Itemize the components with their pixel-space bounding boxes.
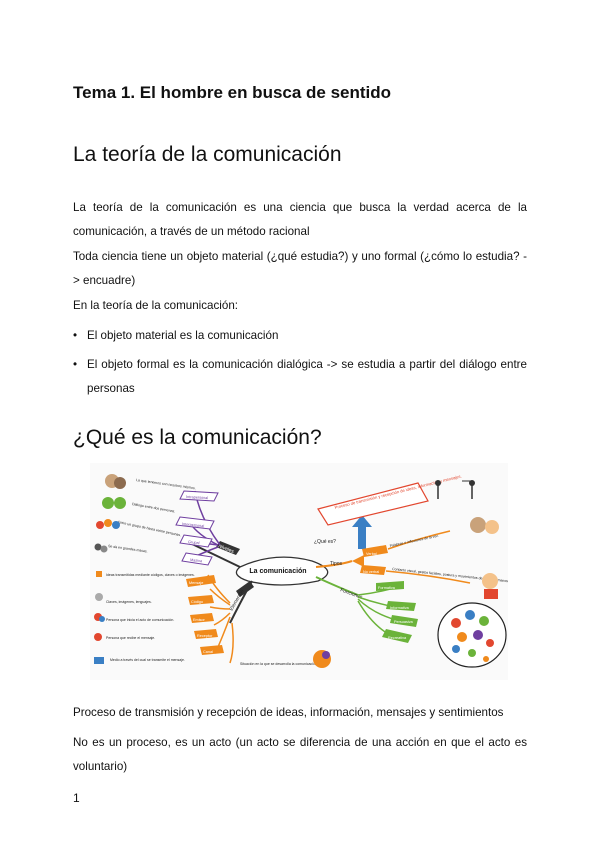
nivel-intrapersonal: Intrapersonal La que tenemos con nosotro… [136,478,219,502]
tipos-icons [470,517,499,599]
tipos-label: Tipos [330,561,343,567]
paragraph-act: No es un proceso, es un acto (un acto se… [73,736,527,773]
nivel-interpersonal: Interpersonal Diálogo entre dos personas… [132,502,215,530]
topic-heading: Tema 1. El hombre en busca de sentido [73,83,392,102]
que-es-label: ¿Qué es? [314,539,336,545]
bullet-item: • El objeto material es la comunicación [73,324,527,348]
elemento-receptor: Receptor Persona que recibe el mensaje. [106,629,218,640]
bullet-text: El objeto material es la comunicación [87,329,279,342]
mindmap-figure: La comunicación ¿Qué es? Proceso de tran… [90,463,508,680]
bullet-marker: • [73,329,78,342]
tipo-tag: Verbal [366,552,377,556]
bullet-text: El objeto formal es la comunicación dial… [87,358,527,395]
paragraph-process: Proceso de transmisión y recepción de id… [73,706,504,719]
elemento-desc: Medio a través del cual se transmite el … [110,658,185,662]
nivel-tag: Interpersonal [182,522,205,528]
section-heading-what-is: ¿Qué es la comunicación? [73,426,322,449]
elemento-emisor: Emisor Persona que inicia el acto de com… [106,613,214,623]
nivel-tag: Grupal [188,540,200,545]
elemento-tag: Mensaje [189,581,203,585]
tipo-desc: Palabras e inflexiones de la voz. [389,534,439,548]
nivel-desc: Se da en grandes masas. [108,544,148,554]
elemento-tag: Receptor [197,634,213,638]
nivel-tag: Masiva [190,558,203,563]
elemento-codigo: Código Claves, imágenes, lenguajes. [106,595,214,605]
speech-bubble-icon [437,602,507,668]
paragraph-intro-list: En la teoría de la comunicación: [73,299,238,312]
paragraph-definition: La teoría de la comunicación es una cien… [73,201,527,238]
bullet-item: • El objeto formal es la comunicación di… [73,353,527,401]
elemento-tag: Código [191,600,203,604]
nivel-desc: Diálogo entre dos personas. [132,502,176,514]
elemento-mensaje: Mensaje Ideas transmitidas mediante códi… [106,573,216,587]
elemento-desc: Persona que recibe el mensaje. [106,636,155,640]
nivel-desc: Entre un grupo de hasta veinte personas. [118,520,182,537]
elemento-icons [94,571,105,664]
elemento-canal: Canal Medio a través del cual se transmi… [110,645,224,662]
page-number: 1 [73,791,80,805]
elemento-desc: Claves, imágenes, lenguajes. [106,600,152,604]
elemento-desc: Ideas transmitidas mediante códigos, cla… [106,573,195,577]
funcion-tag: Formativa [378,586,396,590]
elemento-desc: Persona que inicia el acto de comunicaci… [106,618,174,622]
funcion-tag: Informativa [390,606,410,610]
niveles-label: Niveles [217,543,235,555]
tipo-tag: No verbal [363,570,379,574]
funciones-branch: Funciones Formativa Informativa Persuasi… [315,576,418,643]
tipos-branch: Tipos Verbal Palabras e inflexiones de l… [315,530,508,584]
nivel-masiva: Masiva Se da en grandes masas. [108,544,213,566]
section-heading-theory: La teoría de la comunicación [73,143,342,166]
bullet-marker: • [73,358,78,371]
elemento-tag: Canal [203,650,213,654]
contexto-desc: Situación en la que se desarrolla la com… [240,662,318,666]
mindmap-center-label: La comunicación [249,568,306,575]
nivel-tag: Intrapersonal [186,495,208,500]
mindmap-center: La comunicación [235,556,329,586]
elemento-tag: Emisor [193,618,206,622]
nivel-desc: La que tenemos con nosotros mismos. [136,478,196,490]
que-es-branch: ¿Qué es? Proceso de transmisión y recepc… [314,473,475,549]
funcion-tag: Recreativa [388,636,407,640]
people-icons [94,474,126,553]
funcion-tag: Persuasiva [394,620,414,624]
paragraph-objects: Toda ciencia tiene un objeto material (¿… [73,250,527,287]
